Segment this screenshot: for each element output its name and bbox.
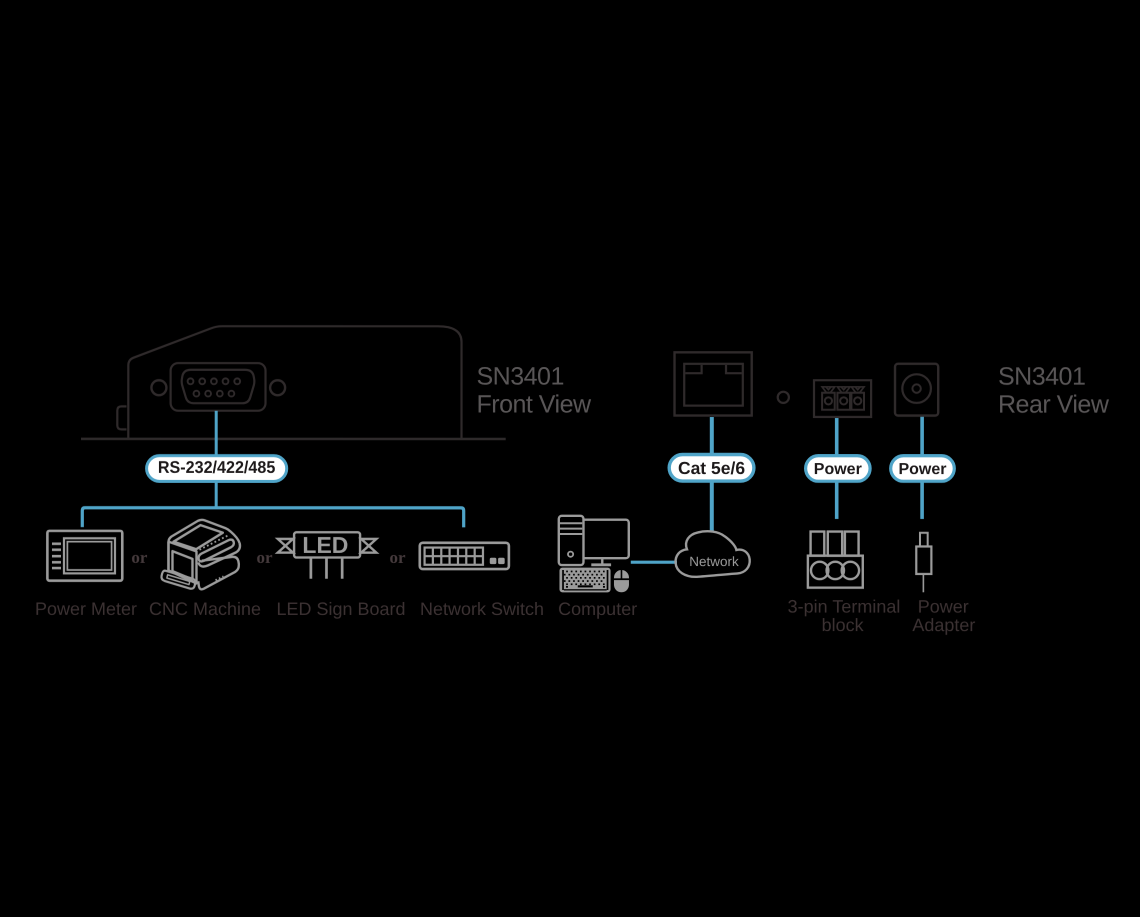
svg-text:or: or bbox=[256, 548, 273, 567]
svg-text:or: or bbox=[131, 548, 148, 567]
svg-text:Adapter: Adapter bbox=[912, 615, 975, 635]
svg-text:Rear View: Rear View bbox=[998, 391, 1110, 419]
svg-text:LED Sign Board: LED Sign Board bbox=[276, 599, 405, 619]
svg-text:Front View: Front View bbox=[477, 391, 592, 419]
svg-text:Power: Power bbox=[918, 597, 969, 617]
svg-text:Power: Power bbox=[814, 461, 862, 478]
svg-text:Network: Network bbox=[689, 554, 739, 569]
svg-text:SN3401: SN3401 bbox=[998, 363, 1085, 391]
svg-text:Power Meter: Power Meter bbox=[35, 599, 137, 619]
svg-text:3-pin Terminal: 3-pin Terminal bbox=[788, 597, 901, 617]
svg-text:or: or bbox=[389, 548, 406, 567]
svg-text:RS-232/422/485: RS-232/422/485 bbox=[158, 458, 276, 477]
svg-text:block: block bbox=[822, 615, 865, 635]
svg-text:Computer: Computer bbox=[558, 599, 637, 619]
svg-text:CNC Machine: CNC Machine bbox=[149, 599, 261, 619]
svg-text:SN3401: SN3401 bbox=[477, 362, 564, 390]
svg-text:Cat 5e/6: Cat 5e/6 bbox=[678, 458, 745, 478]
svg-text:LED: LED bbox=[302, 532, 348, 558]
svg-text:Power: Power bbox=[898, 461, 946, 478]
svg-text:Network Switch: Network Switch bbox=[420, 599, 544, 619]
